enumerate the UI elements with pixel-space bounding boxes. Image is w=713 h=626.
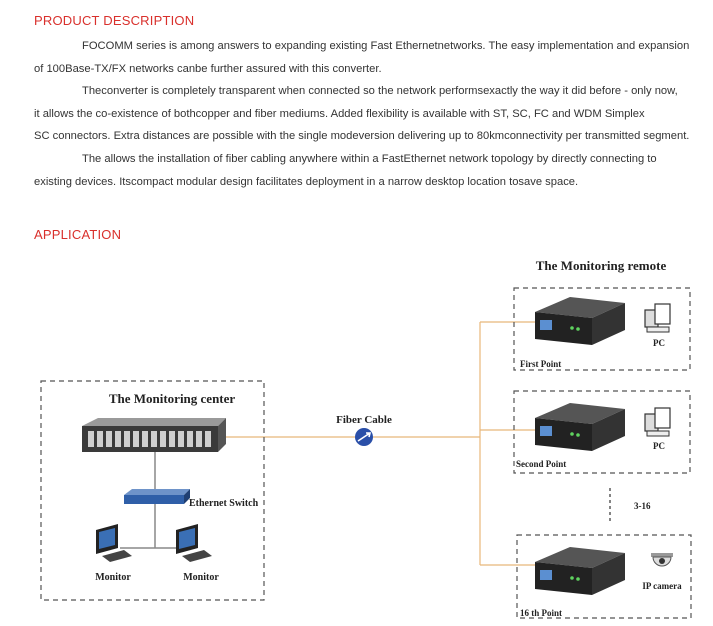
pc-icon (644, 407, 671, 437)
description-line: FOCOMM series is among answers to expand… (82, 40, 690, 52)
sixteenth-point-label: 16 th Point (520, 608, 562, 618)
monitoring-remote-title: The Monitoring remote (536, 258, 667, 273)
description-line: it allows the co-existence of bothcopper… (34, 107, 645, 120)
ip-camera-icon (651, 553, 673, 567)
pc-icon (644, 303, 671, 333)
monitoring-center-title: The Monitoring center (109, 391, 236, 406)
ethernet-switch-label: Ethernet Switch (189, 498, 259, 509)
first-point-box (513, 287, 691, 371)
monitor-left-icon (96, 524, 132, 562)
application-heading: APPLICATION (34, 227, 122, 242)
ethernet-switch-icon (124, 489, 190, 504)
monitor-left-label: Monitor (95, 572, 131, 583)
second-point-box (513, 390, 691, 474)
product-description-heading: PRODUCT DESCRIPTION (34, 13, 195, 28)
product-description-text: FOCOMM series is among answers to expand… (34, 35, 713, 193)
sixteenth-point-box (516, 534, 692, 619)
description-line: existing devices. Itscompact modular des… (34, 175, 579, 188)
ip-camera-label: IP camera (642, 581, 682, 591)
monitoring-center-box (40, 380, 265, 601)
description-line: of 100Base-TX/FX networks canbe further … (34, 62, 382, 75)
first-point-label: First Point (520, 359, 561, 369)
rack-chassis (82, 418, 226, 452)
fiber-cable-label: Fiber Cable (336, 414, 392, 426)
description-line: Theconverter is completely transparent w… (82, 85, 678, 98)
description-line: SC connectors. Extra distances are possi… (34, 130, 690, 143)
media-converter-icon (535, 547, 625, 595)
description-line: The allows the installation of fiber cab… (82, 152, 657, 165)
monitor-right-label: Monitor (183, 572, 219, 583)
fiber-cable-lines (222, 321, 540, 566)
pc-label: PC (653, 338, 665, 348)
fiber-cable-icon (355, 428, 373, 446)
monitor-right-icon (176, 524, 212, 562)
media-converter-icon (535, 297, 625, 345)
second-point-label: Second Point (516, 459, 566, 469)
media-converter-icon (535, 403, 625, 451)
range-label: 3-16 (634, 501, 651, 511)
pc-label: PC (653, 441, 665, 451)
